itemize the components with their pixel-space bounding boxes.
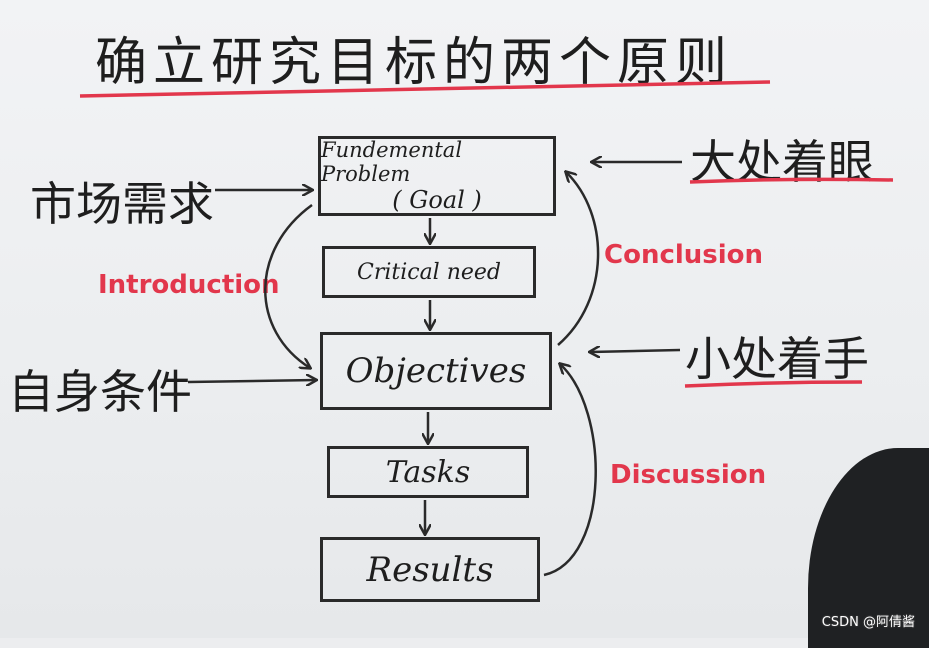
watermark: CSDN @阿倩酱 xyxy=(821,615,915,630)
title-underline xyxy=(79,80,771,98)
fundamental-problem-label: Fundemental Problem xyxy=(321,138,463,186)
own-conditions-label: 自身条件 xyxy=(8,365,192,419)
objectives-box: Objectives xyxy=(320,332,552,410)
big-picture-underline xyxy=(689,177,894,184)
tasks-label: Tasks xyxy=(385,454,471,490)
small-start-underline xyxy=(684,380,863,388)
introduction-curve xyxy=(264,203,312,368)
results-box: Results xyxy=(320,537,540,602)
fundamental-problem-box: Fundemental Problem ( Goal ) xyxy=(318,136,556,216)
board-title: 确立研究目标的两个原则 xyxy=(95,33,734,93)
objectives-label: Objectives xyxy=(345,351,527,391)
critical-need-box: Critical need xyxy=(322,246,536,298)
results-label: Results xyxy=(366,549,494,590)
tasks-box: Tasks xyxy=(327,446,529,498)
small-start-label: 小处着手 xyxy=(685,332,869,386)
critical-need-label: Critical need xyxy=(356,259,502,285)
market-demand-label: 市场需求 xyxy=(30,177,214,231)
conclusion-label: Conclusion xyxy=(604,240,764,270)
introduction-label: Introduction xyxy=(98,270,280,300)
discussion-label: Discussion xyxy=(610,460,767,490)
discussion-curve xyxy=(543,364,597,577)
own-conditions-arrow xyxy=(187,380,316,382)
small-start-arrow xyxy=(590,350,681,352)
goal-label: ( Goal ) xyxy=(392,186,482,214)
conclusion-curve xyxy=(557,172,600,346)
